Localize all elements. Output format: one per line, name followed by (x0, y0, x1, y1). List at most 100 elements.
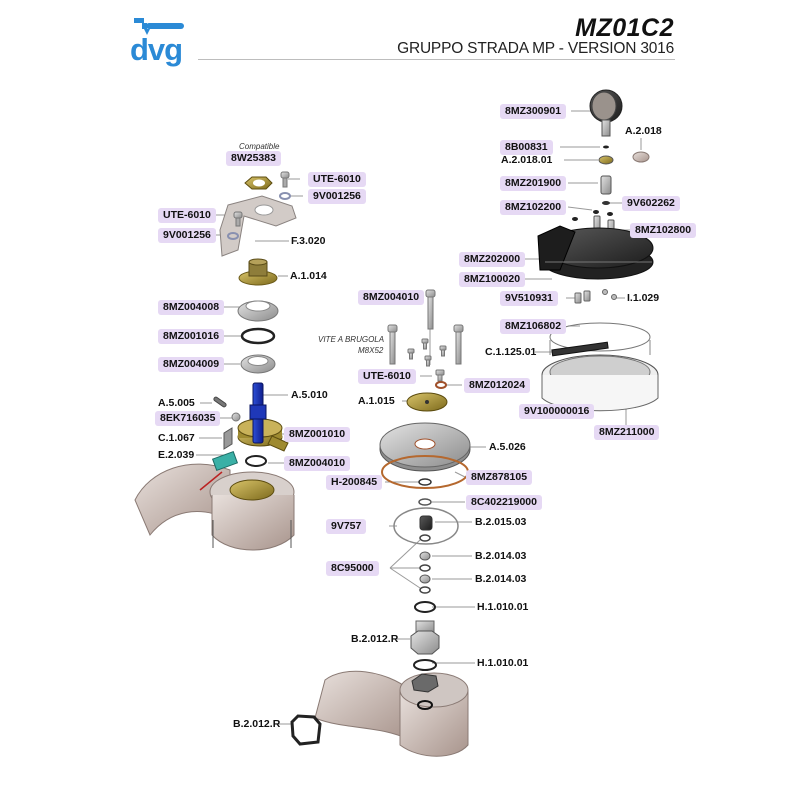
part-a1014-bushing (238, 258, 278, 286)
brand-wordmark: dvg (130, 32, 183, 67)
compatible-note: Compatible (239, 142, 280, 151)
part-a5010-shaft (249, 382, 267, 444)
part-b201403-a (419, 551, 431, 561)
vite-note-line2: M8X52 (358, 346, 384, 355)
part-label-8b00831: 8B00831 (500, 140, 553, 155)
part-8mz201900-adapter (600, 175, 612, 195)
part-8c95000-oring-c (419, 586, 431, 594)
part-label-a-5-010: A.5.010 (291, 389, 328, 401)
part-label-9v757: 9V757 (326, 519, 367, 534)
part-label-8mz004010-a: 8MZ004010 (284, 456, 351, 471)
part-a2018-nut (632, 151, 650, 163)
part-8c95000-oring-b (419, 564, 431, 572)
part-a201801-nut (598, 155, 614, 165)
part-label-a-2-018: A.2.018 (625, 125, 662, 137)
document-code: MZ01C2 (575, 14, 674, 42)
part-label-b-2-012-r-a: B.2.012.R (351, 633, 399, 645)
part-label-8mz001010: 8MZ001010 (284, 427, 351, 442)
part-label-9v001256-a: 9V001256 (308, 189, 366, 204)
part-label-8mz012024: 8MZ012024 (464, 378, 531, 393)
part-b201503-jet (419, 515, 433, 531)
part-9v510931-screws (574, 290, 591, 304)
part-a1015-disc (406, 392, 448, 412)
part-8mz102200-screws (572, 210, 613, 221)
part-label-8mz202000: 8MZ202000 (459, 252, 526, 267)
part-label-a-2-018-01: A.2.018.01 (501, 154, 553, 166)
part-label-8mz100020: 8MZ100020 (459, 272, 526, 287)
part-8mz004008-ring (237, 300, 279, 322)
part-label-8mz106802: 8MZ106802 (500, 319, 567, 334)
part-b2012r-nut (410, 620, 440, 655)
part-label-i-1-029: I.1.029 (627, 292, 660, 304)
part-b2012r-filter (290, 714, 322, 746)
part-label-ute-6010-c: UTE-6010 (358, 369, 416, 384)
brand-logo: dvg (130, 14, 194, 68)
part-8mz300901-gauge (589, 89, 623, 137)
part-8mz004010-oring (245, 455, 267, 467)
vite-note-line1: VITE A BRUGOLA (318, 335, 385, 344)
part-label-9v602262: 9V602262 (622, 196, 680, 211)
part-label-8mz004008: 8MZ004008 (158, 300, 225, 315)
part-h200845-oring (418, 478, 432, 486)
part-i1029-nuts (602, 289, 617, 300)
part-ute-6010-screw-a (280, 171, 290, 188)
part-9v001256-washer-a (279, 192, 291, 200)
part-f3020-bracket (219, 195, 297, 257)
part-label-8mz878105: 8MZ878105 (466, 470, 533, 485)
part-label-h-200845: H-200845 (326, 475, 383, 490)
part-8mz202000-cover (537, 225, 654, 280)
part-8mz004009-ring (240, 354, 276, 374)
part-8mz012024-washer (435, 381, 447, 389)
part-8c402219000-oring (418, 498, 432, 506)
part-label-9v510931: 9V510931 (500, 291, 558, 306)
part-label-8c95000: 8C95000 (326, 561, 379, 576)
part-8b00831-seal (603, 145, 609, 149)
part-c1067-plate (223, 427, 233, 450)
part-label-8mz211000: 8MZ211000 (594, 425, 660, 440)
part-label-a-5-005: A.5.005 (158, 397, 195, 409)
part-label-8mz300901: 8MZ300901 (500, 104, 567, 119)
part-label-ute-6010-a: UTE-6010 (308, 172, 366, 187)
part-label-9v001256-b: 9V001256 (158, 228, 216, 243)
part-label-h-1-010-01-b: H.1.010.01 (477, 657, 529, 669)
part-label-b-2-012-r-b: B.2.012.R (233, 718, 281, 730)
part-label-ute-6010-b: UTE-6010 (158, 208, 216, 223)
header-divider (198, 59, 675, 60)
part-label-c-1-067: C.1.067 (158, 432, 195, 444)
part-label-b-2-014-03-b: B.2.014.03 (475, 573, 527, 585)
part-label-9v100000016: 9V100000016 (519, 404, 595, 419)
part-label-8c402219000: 8C402219000 (466, 495, 542, 510)
part-label-h-1-010-01-a: H.1.010.01 (477, 601, 529, 613)
part-label-a-1-015: A.1.015 (358, 395, 395, 407)
dvg-logo (134, 18, 184, 35)
part-label-8w25383: 8W25383 (226, 151, 281, 166)
part-label-f-3-020: F.3.020 (291, 235, 326, 247)
part-label-b-2-015-03: B.2.015.03 (475, 516, 527, 528)
part-label-c-1-125-01: C.1.125.01 (485, 346, 537, 358)
document-subtitle: GRUPPO STRADA MP - VERSION 3016 (397, 40, 674, 57)
part-label-8mz004009: 8MZ004009 (158, 357, 225, 372)
part-label-8ek716035: 8EK716035 (155, 411, 221, 426)
part-label-a-1-014: A.1.014 (290, 270, 327, 282)
part-8mz001016-oring (240, 327, 276, 345)
part-group-body-left (134, 450, 295, 551)
part-label-e-2-039: E.2.039 (158, 449, 195, 461)
part-8mz211000-ring-assembly (541, 322, 659, 412)
part-label-8mz201900: 8MZ201900 (500, 176, 567, 191)
part-9v001256-washer-b (227, 232, 239, 240)
part-h101001-oring-a (414, 601, 436, 613)
part-label-8mz102200: 8MZ102200 (500, 200, 567, 215)
part-label-8mz001016: 8MZ001016 (158, 329, 225, 344)
part-a5005-pin (213, 396, 227, 408)
part-label-8mz004010-b: 8MZ004010 (358, 290, 425, 305)
part-label-8mz102800: 8MZ102800 (630, 223, 697, 238)
part-label-a-5-026: A.5.026 (489, 441, 526, 453)
part-a5026-flange (379, 422, 471, 472)
part-9v757-gasket (393, 507, 459, 545)
part-9v602262-washer (602, 201, 610, 205)
part-label-b-2-014-03-a: B.2.014.03 (475, 550, 527, 562)
part-vite-brugola-screws (387, 289, 464, 382)
part-ute-6010-screw-b (233, 211, 243, 227)
part-8ek716035-ball (231, 412, 241, 422)
